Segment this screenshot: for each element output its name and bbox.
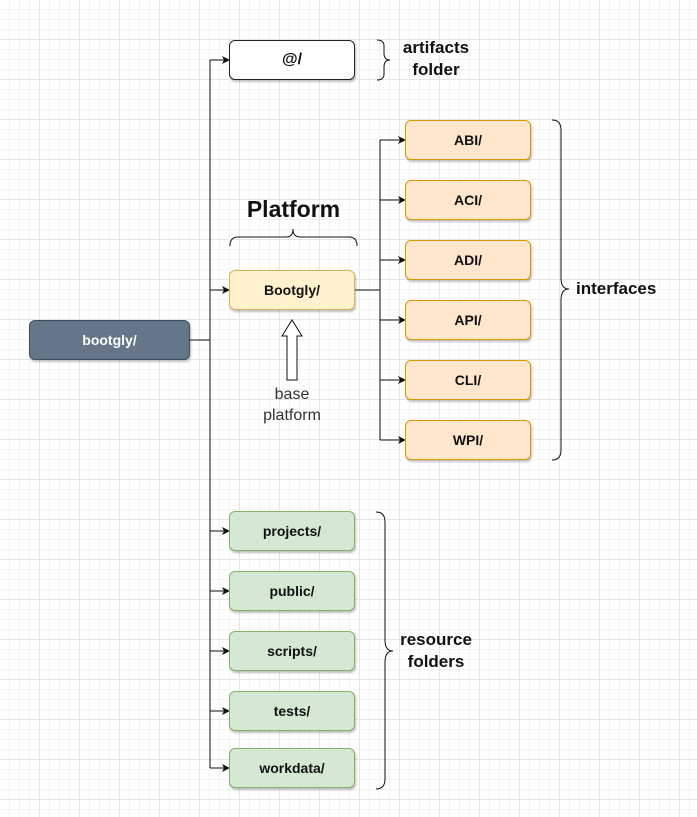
resource-folders-label: resource folders [393, 629, 479, 673]
node-interface-aci[interactable]: ACI/ [405, 180, 531, 220]
node-resource-projects[interactable]: projects/ [229, 511, 355, 551]
node-resource-workdata[interactable]: workdata/ [229, 748, 355, 788]
interfaces-label: interfaces [576, 279, 657, 298]
artifacts-label-line1: artifacts [402, 38, 470, 57]
artifacts-brace [376, 39, 391, 81]
resource-label-line1: resource [400, 630, 472, 649]
base-label-line2: platform [263, 407, 321, 424]
interfaces-brace [551, 119, 570, 461]
base-label-line1: base [274, 386, 310, 403]
node-interface-abi[interactable]: ABI/ [405, 120, 531, 160]
platform-brace [229, 228, 358, 247]
node-bootgly-root[interactable]: bootgly/ [29, 320, 190, 360]
node-interface-wpi[interactable]: WPI/ [405, 420, 531, 460]
node-artifacts[interactable]: @/ [229, 40, 355, 80]
artifacts-label-line2: folder [412, 60, 460, 79]
artifacts-folder-label: artifacts folder [396, 37, 476, 81]
node-interface-adi[interactable]: ADI/ [405, 240, 531, 280]
resource-label-line2: folders [407, 652, 465, 671]
node-platform[interactable]: Bootgly/ [229, 270, 355, 310]
node-resource-scripts[interactable]: scripts/ [229, 631, 355, 671]
resource-brace [375, 511, 394, 790]
node-resource-public[interactable]: public/ [229, 571, 355, 611]
node-interface-api[interactable]: API/ [405, 300, 531, 340]
node-resource-tests[interactable]: tests/ [229, 691, 355, 731]
base-platform-arrow-icon [281, 319, 303, 381]
base-platform-label: base platform [252, 384, 332, 426]
platform-title: Platform [246, 196, 341, 222]
node-interface-cli[interactable]: CLI/ [405, 360, 531, 400]
